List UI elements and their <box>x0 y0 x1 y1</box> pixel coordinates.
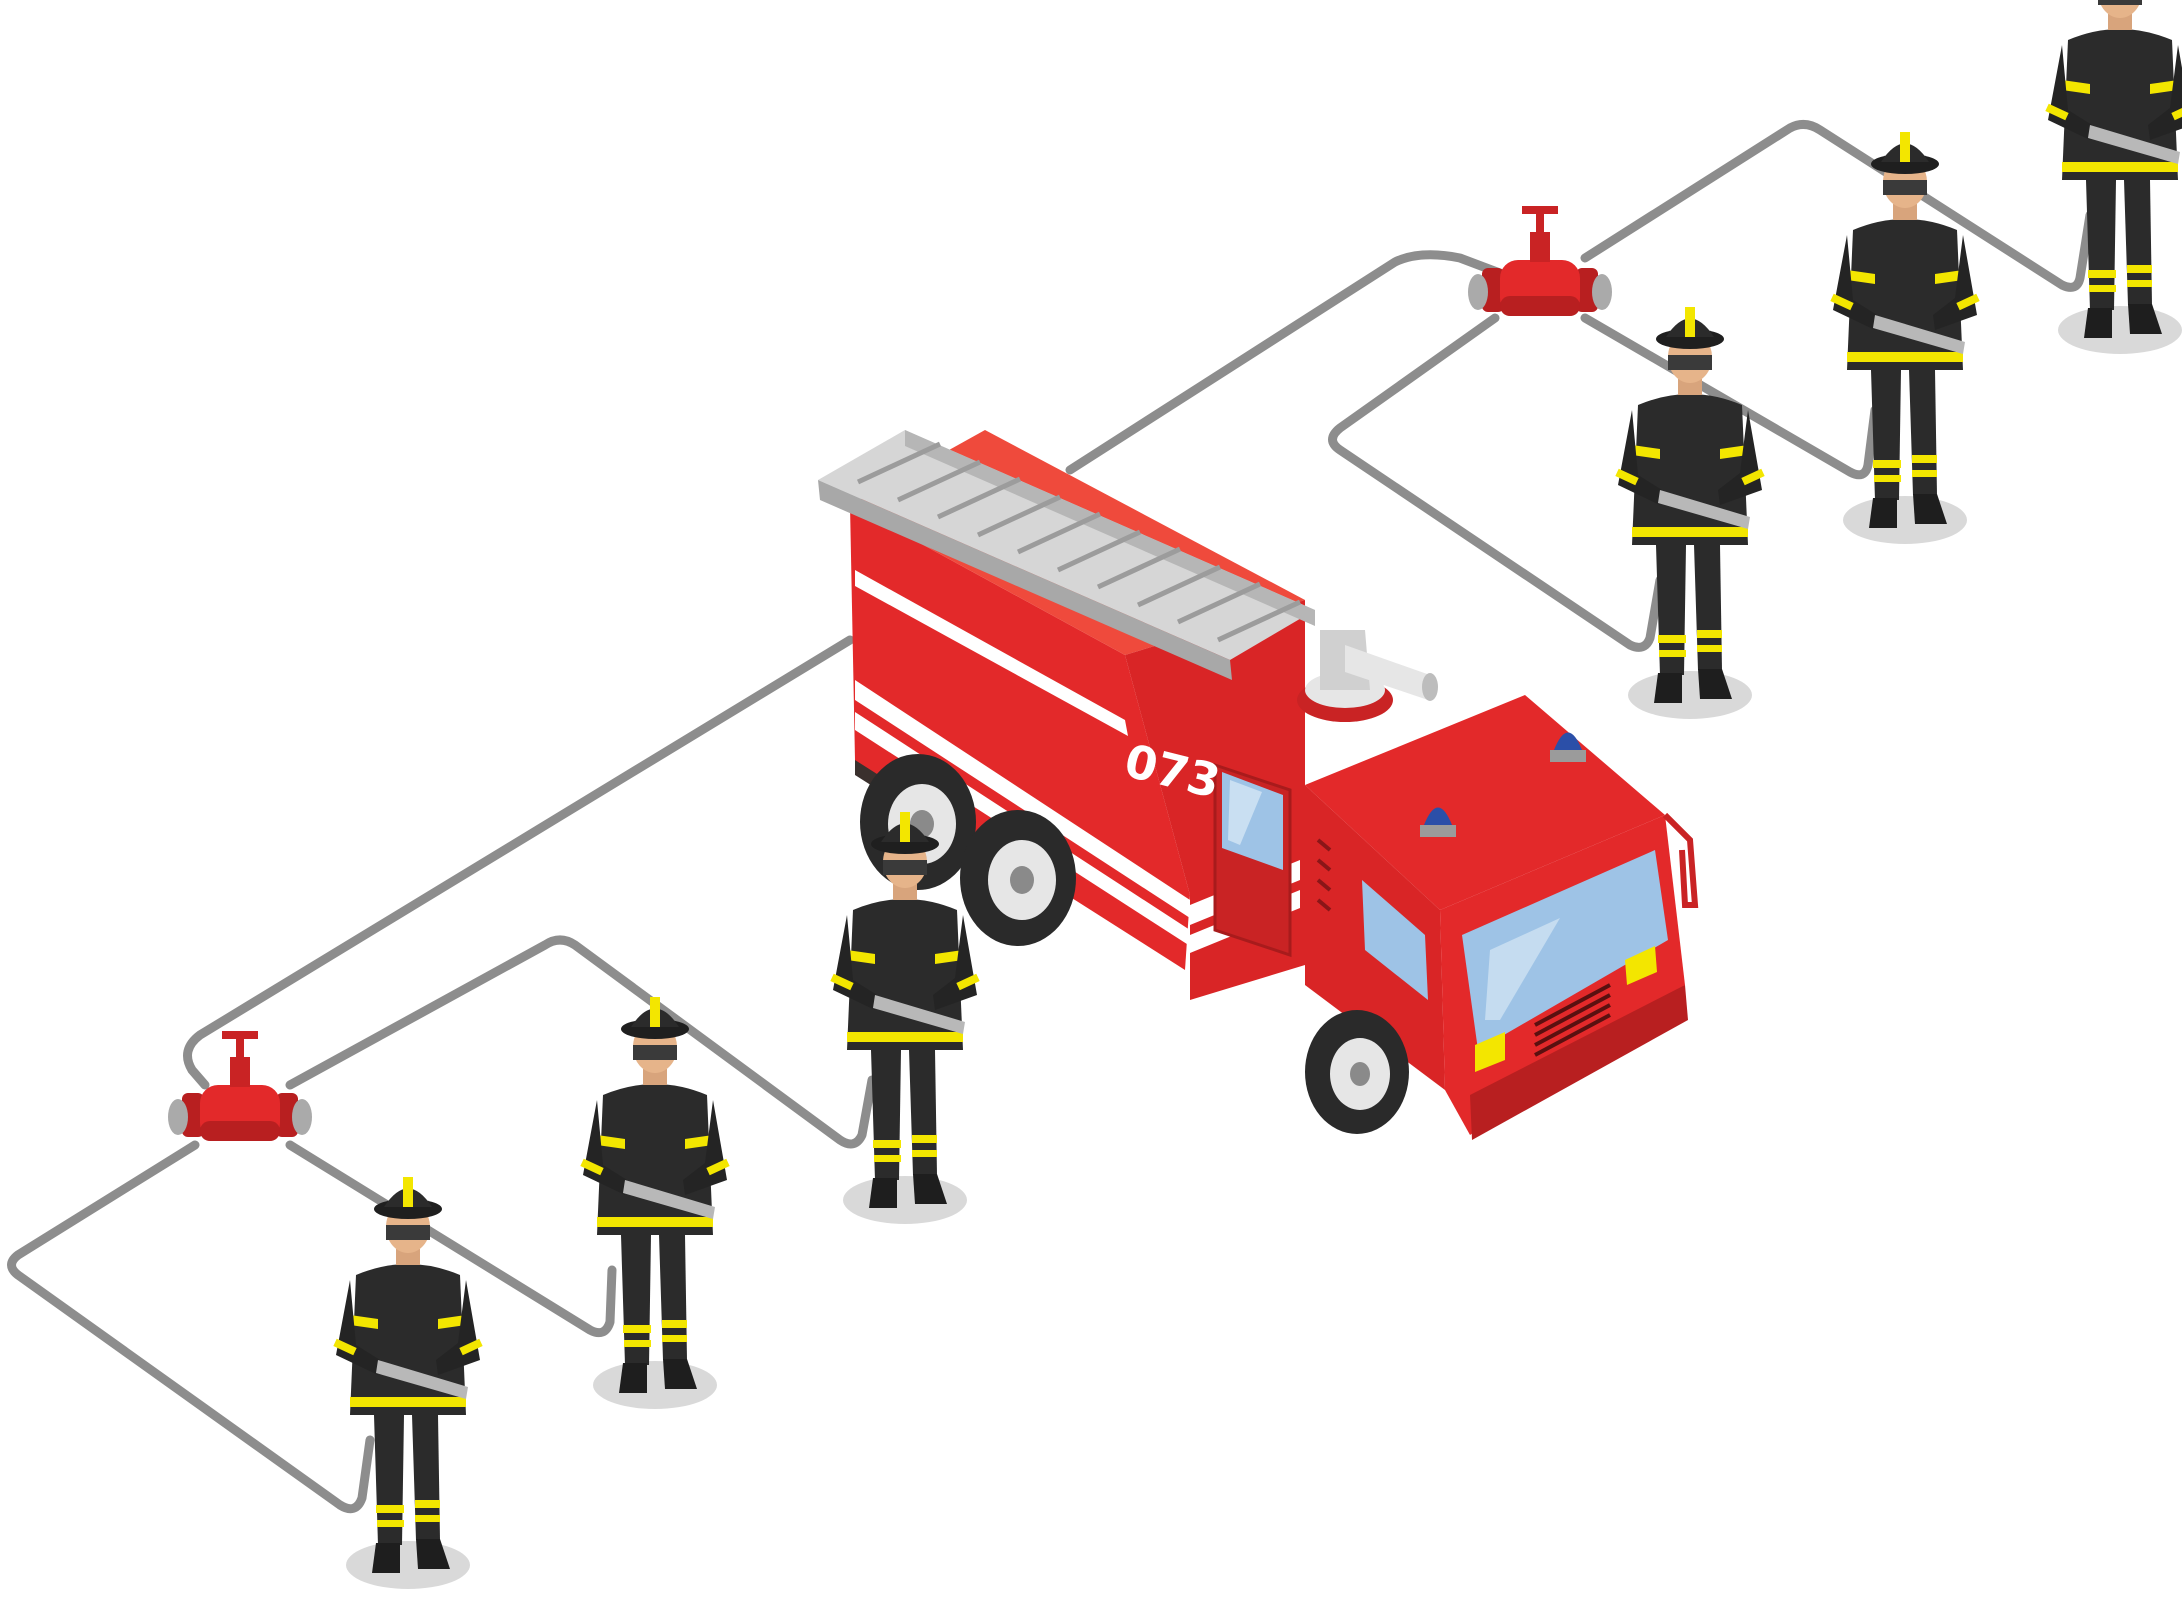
hose-line-icon <box>285 1140 617 1338</box>
hose-line-icon <box>183 635 855 1090</box>
hydrant-valve-icon <box>1468 206 1612 316</box>
fire-truck-icon: 073 <box>818 430 1699 1140</box>
firefighter-icon <box>580 997 730 1409</box>
firefighter-icon <box>2045 0 2182 354</box>
firefighter-icon <box>1830 132 1980 544</box>
hose-line-icon <box>1328 313 1665 652</box>
ladder <box>818 430 1315 680</box>
hose-line-icon <box>7 1140 375 1514</box>
beacon-light-icon <box>1550 732 1586 762</box>
truck-cab <box>1305 695 1699 1140</box>
wheel <box>960 810 1076 946</box>
hose-line-icon <box>1580 313 1880 480</box>
hose-line-icon <box>1065 250 1510 475</box>
firefighter-icon <box>830 812 980 1224</box>
firefighter-icon <box>333 1177 483 1589</box>
wheel <box>1305 1010 1409 1134</box>
truck-wheels <box>860 754 1409 1134</box>
hose-line-icon <box>285 935 877 1149</box>
beacon-light-icon <box>1420 807 1456 837</box>
hose-line-icon <box>1580 120 2095 292</box>
hose-lines <box>7 120 2095 1514</box>
firefighter-icon <box>1615 307 1765 719</box>
water-cannon <box>1297 630 1438 722</box>
